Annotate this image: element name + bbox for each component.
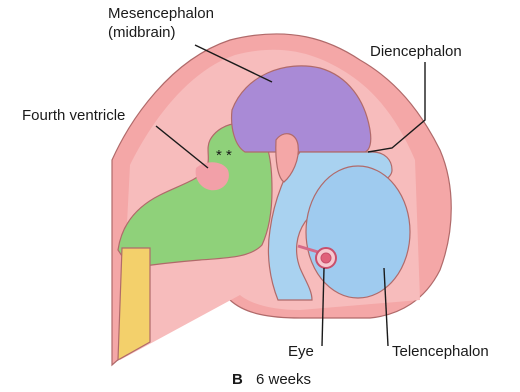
caption-panel-letter: B	[232, 371, 243, 388]
label-midbrain: (midbrain)	[108, 24, 176, 41]
label-fourth-ventricle: Fourth ventricle	[22, 107, 125, 124]
spinal-cord-region	[118, 248, 150, 360]
telencephalon-region	[306, 166, 410, 298]
eye-inner	[321, 253, 331, 263]
label-eye: Eye	[288, 343, 314, 360]
label-diencephalon: Diencephalon	[370, 43, 462, 60]
caption-age: 6 weeks	[256, 371, 311, 388]
label-mesencephalon: Mesencephalon	[108, 5, 214, 22]
ventricle-asterisks: * *	[216, 147, 232, 164]
label-telencephalon: Telencephalon	[392, 343, 489, 360]
